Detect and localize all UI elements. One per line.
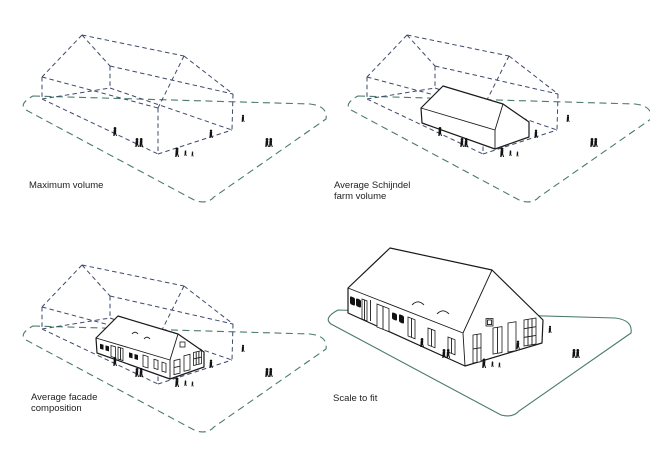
panel-label-line2: farm volume xyxy=(334,191,386,202)
panel-label: Maximum volume xyxy=(29,180,103,191)
dormer-vent xyxy=(411,301,425,306)
attic-window-frame xyxy=(486,319,493,326)
panel-label-line1: Average Schijndel xyxy=(334,180,410,191)
dormer-vent xyxy=(436,310,450,315)
panel-label: Scale to fit xyxy=(333,393,378,404)
front-facade-openings xyxy=(350,296,455,358)
farm-building xyxy=(420,85,530,150)
panel-average-farm-volume: Average Schijndel farm volume xyxy=(325,0,650,230)
pedestrian-figures xyxy=(113,115,272,157)
gable-facade-openings xyxy=(473,318,536,363)
panel-scale-to-fit: Scale to fit xyxy=(325,230,650,459)
panel-label-line2: composition xyxy=(31,403,82,414)
farm-building-scaled xyxy=(347,247,544,367)
maximum-volume-envelope xyxy=(41,34,234,155)
panel-maximum-volume: Maximum volume xyxy=(0,0,327,230)
attic-window xyxy=(485,318,494,327)
panel-label-line1: Average facade xyxy=(31,392,97,403)
panel-average-facade-composition: Average facade composition xyxy=(0,230,327,459)
